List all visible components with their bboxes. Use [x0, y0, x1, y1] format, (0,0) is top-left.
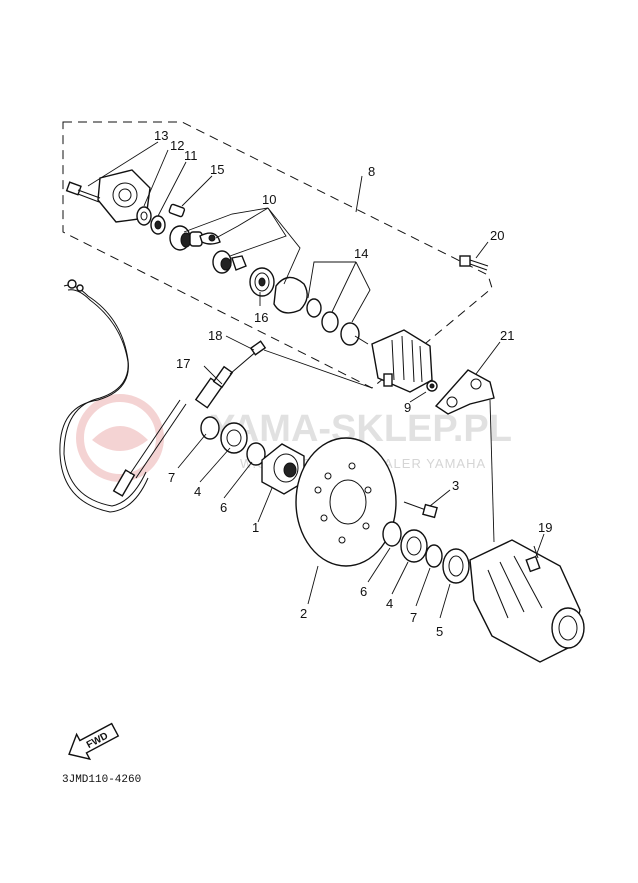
- hub-1: [261, 443, 305, 495]
- callout-20: 20: [490, 228, 504, 243]
- bolt-19: [525, 545, 541, 573]
- bearing-16: [249, 267, 275, 297]
- gasket-14: [273, 276, 308, 314]
- fwd-arrow: FWD: [68, 722, 120, 761]
- bearing-4b: [400, 529, 428, 563]
- axle-housing: [469, 539, 585, 663]
- fwd-label: FWD: [85, 731, 110, 751]
- callout-11: 11: [184, 148, 198, 163]
- brake-disc-2: [295, 437, 397, 567]
- cable-17: [59, 279, 259, 513]
- bolt-3: [403, 501, 438, 519]
- watermark-logo: [76, 394, 164, 482]
- callout-10: 10: [262, 192, 276, 207]
- callout-6b: 6: [360, 584, 367, 599]
- callout-2: 2: [300, 606, 307, 621]
- callout-12: 12: [170, 138, 184, 153]
- callout-5: 5: [436, 624, 443, 639]
- bolt-20: [459, 255, 489, 271]
- callout-4a: 4: [194, 484, 201, 499]
- gear-housing: [371, 329, 433, 393]
- drawing-code: 3JMD110-4260: [62, 774, 141, 786]
- washer-11: [150, 215, 166, 235]
- callout-7a: 7: [168, 470, 175, 485]
- callout-6a: 6: [220, 500, 227, 515]
- seal-7b: [425, 544, 443, 568]
- callout-17: 17: [176, 356, 190, 371]
- callout-4b: 4: [386, 596, 393, 611]
- clip-10b: [199, 232, 221, 245]
- callout-7b: 7: [410, 610, 417, 625]
- assembly-boundary: [62, 121, 493, 389]
- gear-10a: [169, 225, 203, 251]
- callout-8: 8: [368, 164, 375, 179]
- callout-15: 15: [210, 162, 224, 177]
- callout-13: 13: [154, 128, 168, 143]
- adjuster-18: [249, 340, 267, 356]
- gear-10c: [212, 250, 247, 274]
- callout-14: 14: [354, 246, 368, 261]
- callouts: 13 12 11 15 10 8 14 20 16 18 17 21 9 7 4…: [154, 128, 552, 639]
- bearing-4a: [220, 422, 248, 454]
- leader-lines: [87, 141, 545, 619]
- callout-9: 9: [404, 400, 411, 415]
- callout-16: 16: [254, 310, 268, 325]
- rings-14: [306, 298, 369, 346]
- callout-3: 3: [452, 478, 459, 493]
- bolt-13: [65, 181, 101, 203]
- callout-21: 21: [500, 328, 514, 343]
- seal-7a: [200, 416, 220, 440]
- ring-6b: [382, 521, 402, 547]
- bracket-21: [434, 369, 495, 415]
- ring-6a: [246, 442, 266, 466]
- seal-5: [442, 548, 470, 584]
- callout-18: 18: [208, 328, 222, 343]
- callout-1: 1: [252, 520, 259, 535]
- bolt-9: [426, 380, 438, 392]
- ring-12: [136, 206, 152, 226]
- pin-15: [168, 203, 186, 218]
- callout-19: 19: [538, 520, 552, 535]
